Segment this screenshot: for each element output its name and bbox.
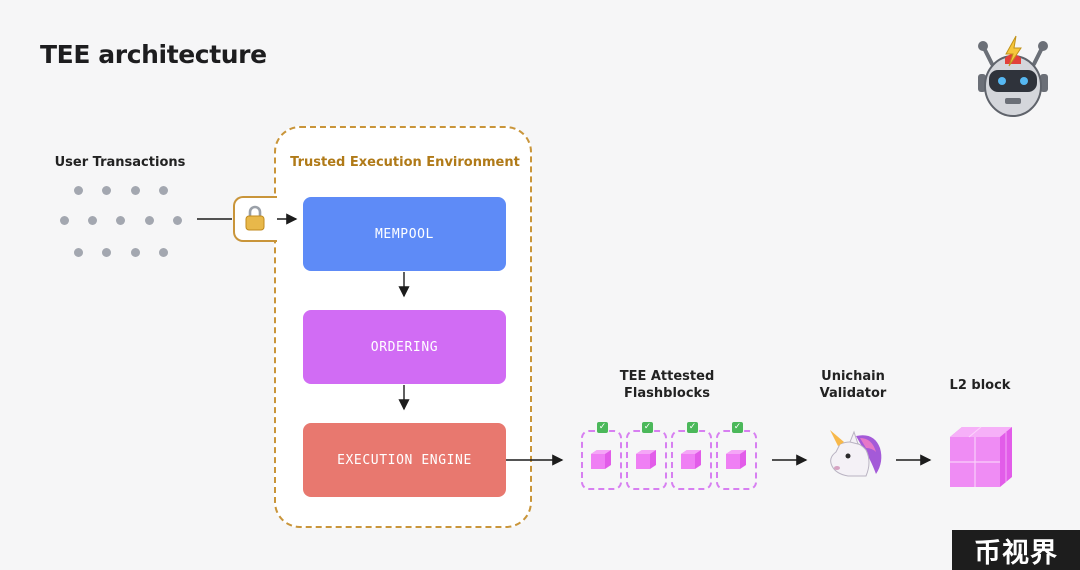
transaction-dot [74, 186, 83, 195]
mempool-block: MEMPOOL [303, 197, 506, 271]
checkmark-icon: ✓ [732, 422, 743, 433]
transaction-dot [131, 186, 140, 195]
transaction-dot [159, 248, 168, 257]
cube-icon [636, 450, 656, 469]
cube-icon [681, 450, 701, 469]
ordering-block: ORDERING [303, 310, 506, 384]
transaction-dot [145, 216, 154, 225]
validator-label: Unichain Validator [793, 368, 913, 402]
l2-block-label: L2 block [949, 378, 1011, 393]
transaction-dot [173, 216, 182, 225]
transaction-dot [60, 216, 69, 225]
flashblocks-label: TEE Attested Flashblocks [597, 368, 737, 402]
validator-label-line2: Validator [819, 386, 887, 401]
cube-icon [948, 425, 1014, 489]
cube-icon [726, 450, 746, 469]
page-title: TEE architecture [40, 40, 267, 69]
watermark-logo: 币视界 [952, 530, 1080, 570]
flashblocks-label-line1: TEE Attested [619, 369, 715, 384]
user-transactions-label: User Transactions [54, 155, 186, 170]
checkmark-icon: ✓ [597, 422, 608, 433]
robot-icon [972, 34, 1054, 118]
flashblocks-label-line2: Flashblocks [624, 386, 710, 401]
checkmark-icon: ✓ [687, 422, 698, 433]
unicorn-icon [826, 428, 884, 482]
transaction-dot [88, 216, 97, 225]
tab-join [272, 198, 278, 240]
checkmark-icon: ✓ [642, 422, 653, 433]
padlock-icon [244, 205, 266, 231]
execution-engine-block: EXECUTION ENGINE [303, 423, 506, 497]
transaction-dot [159, 186, 168, 195]
transaction-dot [74, 248, 83, 257]
transaction-dot [116, 216, 125, 225]
validator-label-line1: Unichain [821, 369, 885, 384]
transaction-dot [102, 186, 111, 195]
cube-icon [591, 450, 611, 469]
transaction-dot [131, 248, 140, 257]
transaction-dot [102, 248, 111, 257]
tee-label: Trusted Execution Environment [290, 155, 520, 170]
